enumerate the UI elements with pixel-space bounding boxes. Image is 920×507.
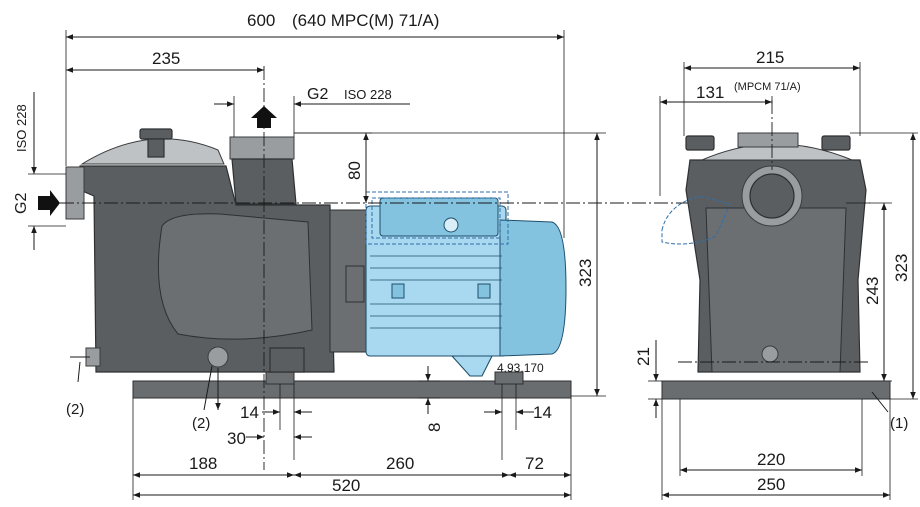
- front-view: 600 (640 MPC(M) 71/A) 235 G2 ISO 228 G2 …: [13, 11, 870, 500]
- inlet-thread-label: G2: [13, 193, 30, 214]
- leader-base: [871, 391, 889, 413]
- front-base-plate: [132, 380, 572, 399]
- side-knob-left: [685, 135, 715, 151]
- cable-gland: [443, 217, 459, 233]
- dim-220-label: 220: [757, 450, 785, 469]
- dim-30-label: 30: [227, 429, 246, 448]
- outlet-port-flange: [229, 136, 295, 160]
- terminal-box-alt-outline: [365, 191, 509, 245]
- callout-base: (1): [890, 415, 908, 432]
- dim-235-label: 235: [152, 49, 180, 68]
- pump-body: [65, 128, 371, 373]
- dim-260-label: 260: [386, 454, 414, 473]
- inlet-port: [65, 166, 85, 220]
- dim-131-label: 131: [696, 83, 724, 102]
- terminal-box-alt-inner: [371, 197, 501, 239]
- outlet-thread-label: G2: [307, 86, 328, 103]
- outlet-standard-label: ISO 228: [344, 87, 392, 102]
- motor-fan-cover: [499, 219, 567, 357]
- motor-bracket-left: [391, 283, 405, 299]
- pump-bracket: [269, 347, 305, 373]
- dim-323-side-label: 323: [892, 254, 911, 282]
- side-base-plate: [661, 380, 891, 400]
- motor-code-label: 4.93.170: [497, 361, 544, 375]
- inlet-arrow-icon: [38, 190, 60, 216]
- inlet-standard-label: ISO 228: [14, 104, 29, 152]
- side-view: 215 131 (MPCM 71/A) 21 243 323 (1) 220: [634, 48, 918, 500]
- drain-plug-bottom: [207, 346, 229, 368]
- callout-drain-bottom: (2): [192, 415, 210, 432]
- side-pump-front: [705, 207, 847, 373]
- side-inlet-bore: [749, 173, 795, 219]
- lid-knob: [139, 128, 173, 140]
- side-terminal-box-alt-outline: [661, 195, 731, 245]
- front-foot-left: [265, 371, 295, 385]
- volute-cover: [157, 213, 313, 340]
- side-drain-plug: [761, 345, 779, 363]
- dim-14-left-label: 14: [240, 403, 259, 422]
- dim-131-note: (MPCM 71/A): [734, 81, 801, 93]
- dim-520-label: 520: [332, 476, 360, 495]
- dim-21-label: 21: [634, 347, 653, 366]
- motor-foot: [450, 355, 493, 377]
- lid-knob-stem: [147, 138, 165, 158]
- dim-250-label: 250: [757, 475, 785, 494]
- outlet-arrow-icon: [251, 106, 277, 128]
- dim-600-label: 600: [247, 11, 275, 30]
- dim-323-front-label: 323: [576, 259, 595, 287]
- dim-80-label: 80: [345, 161, 364, 180]
- dim-72-label: 72: [525, 454, 544, 473]
- terminal-box: [379, 197, 499, 237]
- motor-bracket-right: [477, 283, 491, 299]
- leader-drain-bottom: [203, 365, 213, 411]
- adapter-rib: [345, 265, 365, 303]
- leader-drain-left-2: [77, 361, 81, 383]
- dim-188-label: 188: [189, 454, 217, 473]
- electric-motor: [365, 191, 567, 377]
- front-foot-right: [494, 371, 524, 385]
- dim-8-label: 8: [425, 423, 444, 432]
- side-knob-right: [821, 135, 851, 151]
- dim-215-label: 215: [756, 48, 784, 67]
- side-outlet-flange: [737, 132, 799, 148]
- callout-drain-left: (2): [66, 401, 84, 418]
- dim-14-right-label: 14: [533, 403, 552, 422]
- dim-600-note: (640 MPC(M) 71/A): [292, 11, 439, 30]
- dim-243-label: 243: [863, 277, 882, 305]
